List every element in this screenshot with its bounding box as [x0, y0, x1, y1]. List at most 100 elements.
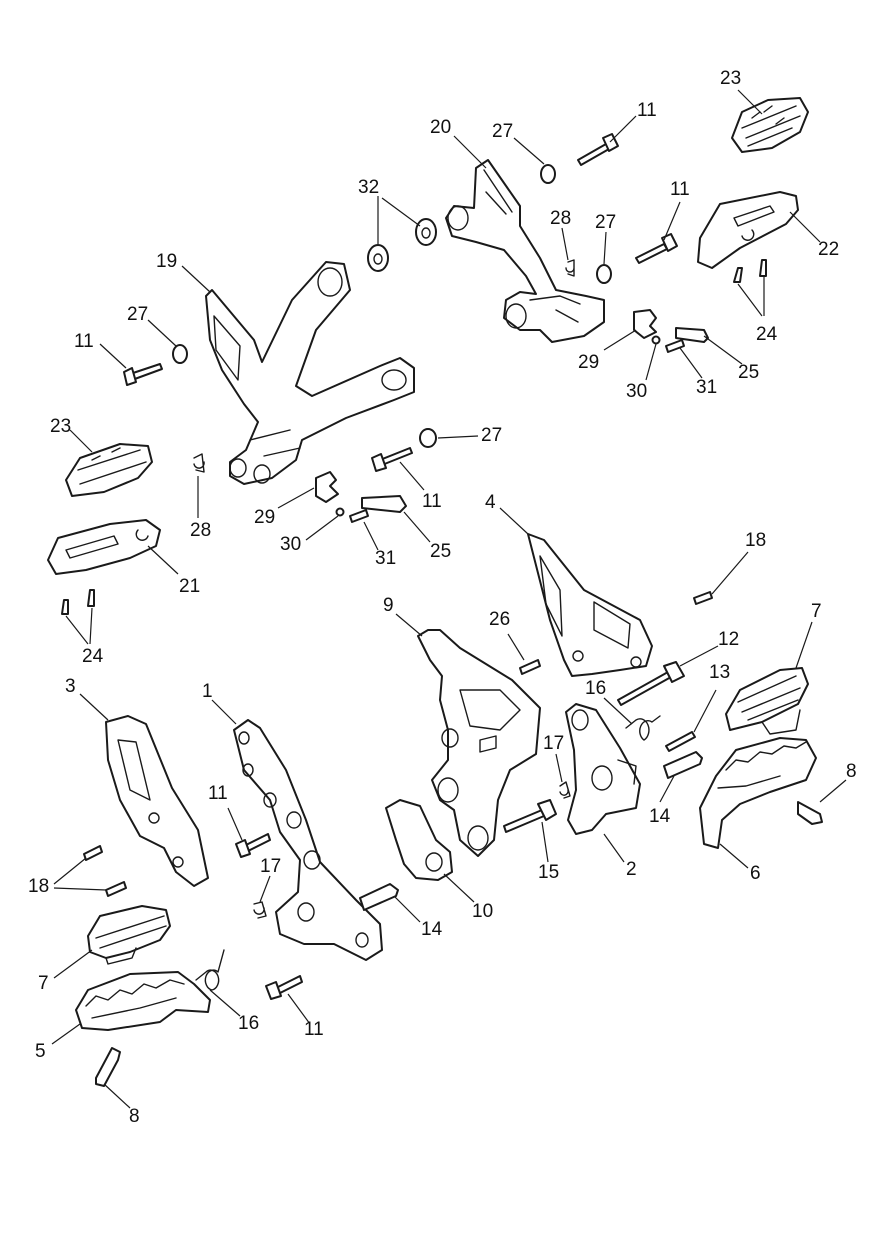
- callout-8-a: 8: [846, 761, 857, 782]
- bolt-11-f: [265, 975, 303, 1000]
- callout-7-b: 7: [38, 973, 49, 994]
- washer-27-b: [596, 264, 612, 284]
- washer-27-a: [540, 164, 556, 184]
- callout-29-a: 29: [578, 352, 599, 373]
- bracket-19: [205, 261, 415, 485]
- callout-27-a: 27: [492, 121, 513, 142]
- bolt-11-a: [577, 133, 619, 166]
- washer-27-d: [419, 428, 437, 448]
- callout-11-b: 11: [670, 179, 690, 200]
- bolt-26: [519, 659, 541, 675]
- callout-28-a: 28: [550, 208, 571, 229]
- callout-18-b: 18: [28, 876, 49, 897]
- callout-10: 10: [472, 901, 493, 922]
- callout-numbers: 23 11 20 27 32 11 28 27 22 19 24 27 11 2…: [28, 68, 857, 1127]
- callout-1: 1: [202, 681, 213, 702]
- callout-32: 32: [358, 177, 379, 198]
- bolt-11-e: [235, 833, 271, 858]
- footpeg-rubber-7-left: [87, 905, 171, 965]
- callout-31-b: 31: [375, 548, 396, 569]
- bracket-1: [233, 719, 383, 961]
- lever-link-10: [385, 799, 453, 881]
- spring-16-a: [625, 715, 661, 741]
- pin-8-b: [95, 1047, 121, 1087]
- spring-31-b: [349, 509, 369, 523]
- spring-31-a: [665, 339, 685, 353]
- callout-4: 4: [485, 492, 496, 513]
- pin-8-a: [797, 801, 823, 825]
- bolt-13: [665, 731, 696, 752]
- clip-17-b: [253, 901, 267, 919]
- pin-14-a: [663, 751, 703, 779]
- callout-21: 21: [179, 576, 200, 597]
- detent-plate-29-b: [315, 471, 339, 503]
- callout-30-b: 30: [280, 534, 301, 555]
- callout-27-c: 27: [127, 304, 148, 325]
- callout-27-d: 27: [481, 425, 502, 446]
- callout-11-a: 11: [637, 100, 657, 121]
- spacer-32-b: [415, 218, 437, 246]
- callout-20: 20: [430, 117, 451, 138]
- callout-22: 22: [818, 239, 839, 260]
- heel-plate-3: [105, 715, 209, 887]
- leader-lines: [51, 89, 847, 1109]
- callout-24-a: 24: [756, 324, 778, 345]
- callout-7-a: 7: [811, 601, 822, 622]
- clip-17-a: [559, 781, 571, 799]
- callout-27-b: 27: [595, 212, 616, 233]
- footpeg-21: [47, 519, 161, 575]
- callout-18-a: 18: [745, 530, 766, 551]
- screw-18-a: [693, 591, 713, 605]
- plate-2: [565, 703, 641, 835]
- pin-25-b: [361, 495, 407, 513]
- callout-14-a: 14: [649, 806, 671, 827]
- ball-30-a: [651, 335, 661, 345]
- bracket-9: [417, 629, 541, 857]
- footpeg-5: [75, 971, 211, 1031]
- callout-8-b: 8: [129, 1106, 140, 1127]
- bracket-20: [445, 159, 605, 343]
- callout-23-top: 23: [720, 68, 741, 89]
- bolt-12: [617, 661, 685, 706]
- bolt-11-d: [371, 447, 413, 472]
- callout-16-a: 16: [585, 678, 606, 699]
- spacer-32-a: [367, 244, 389, 272]
- callout-30-a: 30: [626, 381, 647, 402]
- bolt-11-b: [635, 233, 678, 264]
- callout-26: 26: [489, 609, 510, 630]
- callout-28-b: 28: [190, 520, 211, 541]
- callout-14-b: 14: [421, 919, 443, 940]
- pin-25-a: [675, 327, 709, 343]
- callout-11-d: 11: [422, 491, 442, 512]
- bolt-11-c: [123, 363, 163, 386]
- callout-16-b: 16: [238, 1013, 259, 1034]
- callout-23-left: 23: [50, 416, 71, 437]
- callout-25-a: 25: [738, 362, 759, 383]
- footpeg-rubber-7-top: [725, 667, 809, 735]
- screw-24-b-b: [87, 589, 95, 607]
- callout-11-c: 11: [74, 331, 94, 352]
- clip-28-b: [193, 453, 205, 473]
- callout-11-f: 11: [304, 1019, 324, 1040]
- callout-6: 6: [750, 863, 761, 884]
- footpeg-22: [697, 191, 799, 269]
- callout-13: 13: [709, 662, 730, 683]
- callout-29-b: 29: [254, 507, 275, 528]
- callout-19: 19: [156, 251, 177, 272]
- bolt-15: [503, 799, 557, 833]
- screw-18-b-a: [83, 845, 103, 861]
- callout-31-a: 31: [696, 377, 717, 398]
- callout-11-e: 11: [208, 783, 228, 804]
- footpeg-6: [699, 737, 817, 849]
- ball-30-b: [335, 507, 345, 517]
- detent-plate-29-a: [633, 309, 657, 339]
- screw-24-a: [733, 259, 767, 283]
- screw-18-b-b: [105, 881, 127, 897]
- callout-17-a: 17: [543, 733, 564, 754]
- heel-plate-4: [527, 533, 653, 677]
- callout-5: 5: [35, 1041, 46, 1062]
- callout-25-b: 25: [430, 541, 451, 562]
- screw-24-b-a: [61, 599, 69, 615]
